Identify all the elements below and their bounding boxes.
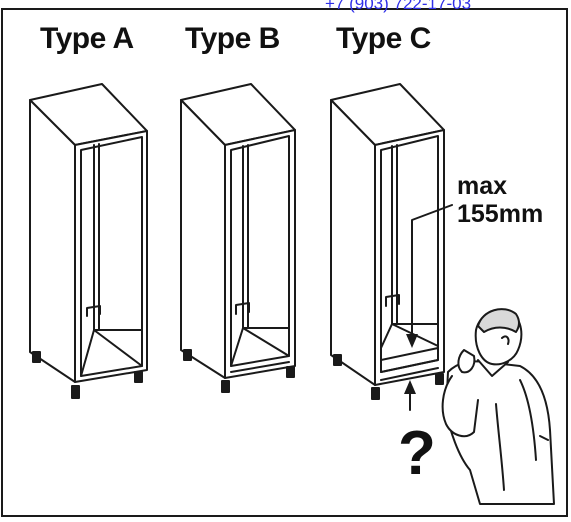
phone-watermark: +7 (903) 722-17-03	[325, 0, 472, 13]
label-type-c: Type C	[336, 22, 431, 55]
cabinet-type-b	[180, 83, 296, 393]
diagram-frame	[1, 8, 568, 517]
cabinet-type-a	[29, 83, 148, 399]
cabinet-type-c	[330, 83, 445, 400]
measurement-label-max: max	[457, 172, 508, 200]
question-mark: ?	[398, 419, 436, 488]
label-type-a: Type A	[40, 22, 134, 55]
measurement-arrows	[404, 204, 453, 411]
label-type-b: Type B	[185, 22, 280, 55]
man-on-phone-figure	[441, 308, 555, 505]
measurement-label-value: 155mm	[457, 200, 544, 228]
